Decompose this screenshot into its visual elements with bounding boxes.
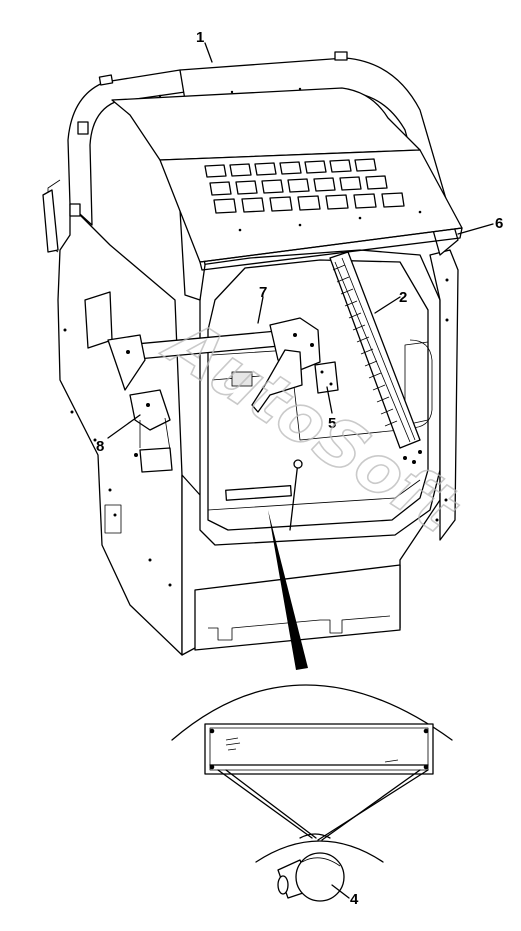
detail-arc-bottom (255, 840, 384, 863)
detail-leader (268, 510, 308, 670)
dome-light (277, 852, 345, 902)
light-beam-right (317, 769, 429, 841)
callout-2: 2 (399, 289, 407, 306)
left-hinge-mechanism (84, 291, 173, 473)
small-mount-bracket (314, 361, 339, 394)
callout-8: 8 (96, 438, 104, 455)
roof-front-edge (199, 227, 463, 271)
detail-arc-top (171, 684, 453, 741)
detail-label-plate (204, 723, 434, 775)
cab-bottom-skirt (194, 564, 401, 651)
callout-1: 1 (196, 29, 204, 46)
front-decal (225, 485, 292, 501)
light-beam-left (217, 769, 313, 839)
rear-left-post (42, 189, 59, 253)
operator-cab (57, 204, 459, 656)
callout-4: 4 (350, 891, 359, 908)
callout-5: 5 (328, 415, 336, 432)
callout-6: 6 (495, 215, 503, 232)
side-label (104, 504, 122, 534)
floor-cutout (231, 371, 253, 387)
right-side-screen (329, 251, 422, 464)
callout-7: 7 (259, 284, 267, 301)
callout-leaders (107, 42, 494, 899)
grommet (293, 459, 303, 469)
cab-right-pillar (429, 249, 459, 541)
detail-view (171, 684, 453, 902)
roof-vent-slots (204, 158, 405, 214)
wire-rod (289, 461, 299, 531)
roof-panel (111, 87, 463, 271)
cross-member-bracket (124, 317, 321, 413)
